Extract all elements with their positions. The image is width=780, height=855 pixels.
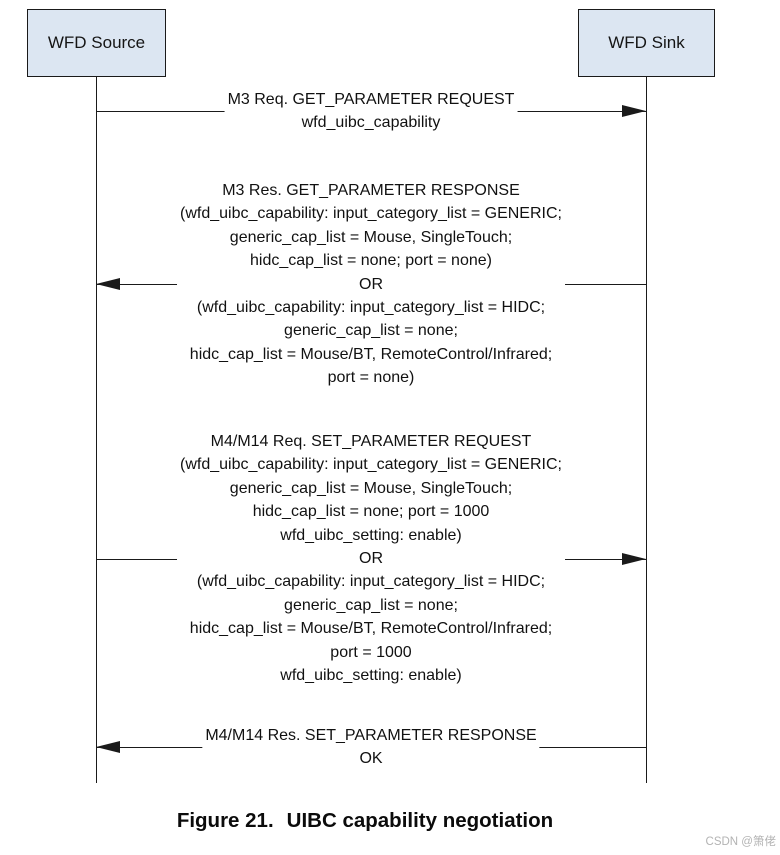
- figure-caption-title: UIBC capability negotiation: [286, 809, 554, 832]
- actor-box-wfd-sink: WFD Sink: [578, 9, 715, 77]
- message-label: M3 Req. GET_PARAMETER REQUEST wfd_uibc_c…: [224, 88, 518, 135]
- arrow-right-icon: [622, 104, 646, 117]
- lifeline-wfd-source: [95, 77, 97, 783]
- actor-label-wfd-source: WFD Source: [47, 33, 146, 52]
- message-label: M3 Res. GET_PARAMETER RESPONSE (wfd_uibc…: [177, 179, 565, 390]
- message-label: M4/M14 Req. SET_PARAMETER REQUEST (wfd_u…: [177, 430, 565, 688]
- arrow-right-icon: [622, 552, 646, 565]
- figure-caption-number: Figure 21.: [176, 809, 274, 832]
- actor-label-wfd-sink: WFD Sink: [608, 33, 685, 52]
- lifeline-wfd-sink: [645, 77, 647, 783]
- arrow-left-icon: [96, 277, 120, 290]
- arrow-left-icon: [96, 740, 120, 753]
- watermark-text: CSDN @箫佬: [705, 836, 776, 848]
- figure-caption: Figure 21. UIBC capability negotiation: [60, 809, 670, 833]
- actor-box-wfd-source: WFD Source: [27, 9, 166, 77]
- message-label: M4/M14 Res. SET_PARAMETER RESPONSE OK: [202, 724, 540, 771]
